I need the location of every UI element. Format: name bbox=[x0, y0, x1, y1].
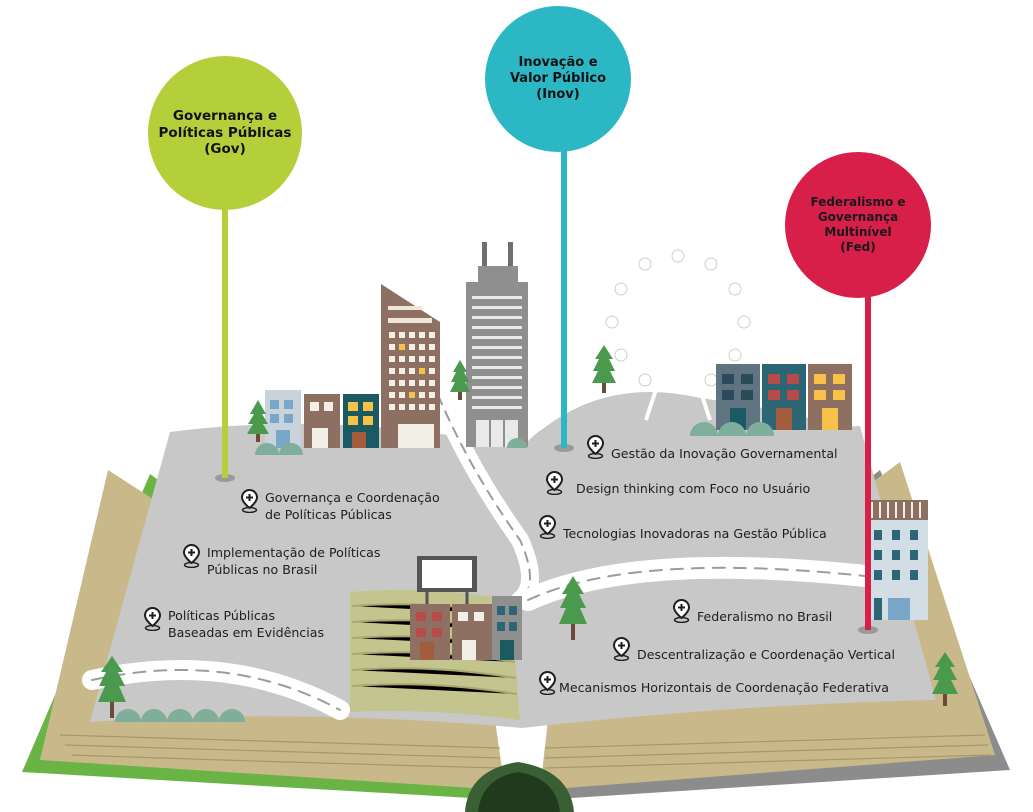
theme-fed-line3: Multinível bbox=[824, 225, 892, 239]
topic-inov-3[interactable]: Tecnologias Inovadoras na Gestão Pública bbox=[538, 515, 827, 543]
houses-middle bbox=[410, 596, 522, 660]
trees bbox=[98, 345, 958, 718]
theme-inov-line2: Valor Público bbox=[509, 70, 607, 86]
location-pin-plus-icon bbox=[586, 435, 605, 459]
houses-left bbox=[265, 390, 379, 448]
theme-fed-line2: Governança bbox=[817, 210, 899, 224]
location-pin-plus-icon bbox=[182, 544, 201, 568]
billboard bbox=[417, 556, 477, 610]
topic-fed-2-line1: Descentralização e Coordenação Vertical bbox=[637, 647, 896, 662]
houses-right bbox=[716, 364, 852, 430]
bushes bbox=[115, 422, 774, 722]
topic-inov-3-line1: Tecnologias Inovadoras na Gestão Pública bbox=[563, 526, 827, 541]
location-pin-plus-icon bbox=[612, 637, 631, 661]
theme-bubble-fed[interactable]: Federalismo e Governança Multinível (Fed… bbox=[785, 152, 931, 298]
topic-fed-2[interactable]: Descentralização e Coordenação Vertical bbox=[612, 637, 896, 664]
topic-inov-1-line1: Gestão da Inovação Governamental bbox=[611, 446, 838, 461]
topic-inov-2-line1: Design thinking com Foco no Usuário bbox=[576, 481, 811, 496]
theme-bubble-gov[interactable]: Governança e Políticas Públicas (Gov) bbox=[148, 56, 302, 210]
pin-poles bbox=[215, 145, 878, 634]
topic-gov-1-line2: de Políticas Públicas bbox=[265, 506, 392, 522]
skyscraper-grey bbox=[466, 242, 528, 447]
theme-fed-line1: Federalismo e bbox=[810, 195, 906, 209]
topic-gov-2-line1: Implementação de Políticas bbox=[207, 545, 381, 560]
topic-gov-1-line1: Governança e Coordenação bbox=[265, 490, 440, 505]
theme-fed-line4: (Fed) bbox=[840, 240, 876, 254]
topic-gov-3-line1: Políticas Públicas bbox=[168, 608, 276, 623]
tower-brown bbox=[381, 284, 440, 448]
building-right bbox=[866, 500, 928, 620]
location-pin-plus-icon bbox=[143, 607, 162, 631]
theme-gov-line3: (Gov) bbox=[204, 141, 246, 158]
location-pin-plus-icon bbox=[672, 599, 691, 623]
topic-inov-1[interactable]: Gestão da Inovação Governamental bbox=[586, 435, 838, 463]
topic-gov-2-line2: Públicas no Brasil bbox=[207, 561, 318, 577]
topic-gov-3-line2: Baseadas em Evidências bbox=[168, 624, 325, 640]
roads bbox=[82, 386, 911, 720]
theme-gov-line1: Governança e bbox=[172, 107, 278, 124]
topic-fed-3[interactable]: Mecanismos Horizontais de Coordenação Fe… bbox=[538, 671, 889, 697]
topic-fed-1-line1: Federalismo no Brasil bbox=[697, 609, 833, 624]
theme-inov-line1: Inovação e bbox=[518, 54, 598, 70]
location-pin-plus-icon bbox=[240, 489, 259, 513]
page-lines bbox=[59, 734, 991, 769]
theme-gov-line2: Políticas Públicas bbox=[158, 124, 292, 141]
theme-bubble-inov[interactable]: Inovação e Valor Público (Inov) bbox=[485, 6, 631, 152]
location-pin-plus-icon bbox=[538, 671, 557, 695]
topic-inov-2[interactable]: Design thinking com Foco no Usuário bbox=[545, 471, 811, 498]
location-pin-plus-icon bbox=[538, 515, 557, 539]
book-spine-tunnel bbox=[465, 762, 574, 812]
ferris-wheel-cabins bbox=[605, 249, 751, 387]
location-pin-plus-icon bbox=[545, 471, 564, 495]
theme-inov-line3: (Inov) bbox=[536, 87, 580, 103]
topic-fed-1[interactable]: Federalismo no Brasil bbox=[672, 599, 833, 626]
topic-fed-3-line1: Mecanismos Horizontais de Coordenação Fe… bbox=[559, 680, 889, 695]
